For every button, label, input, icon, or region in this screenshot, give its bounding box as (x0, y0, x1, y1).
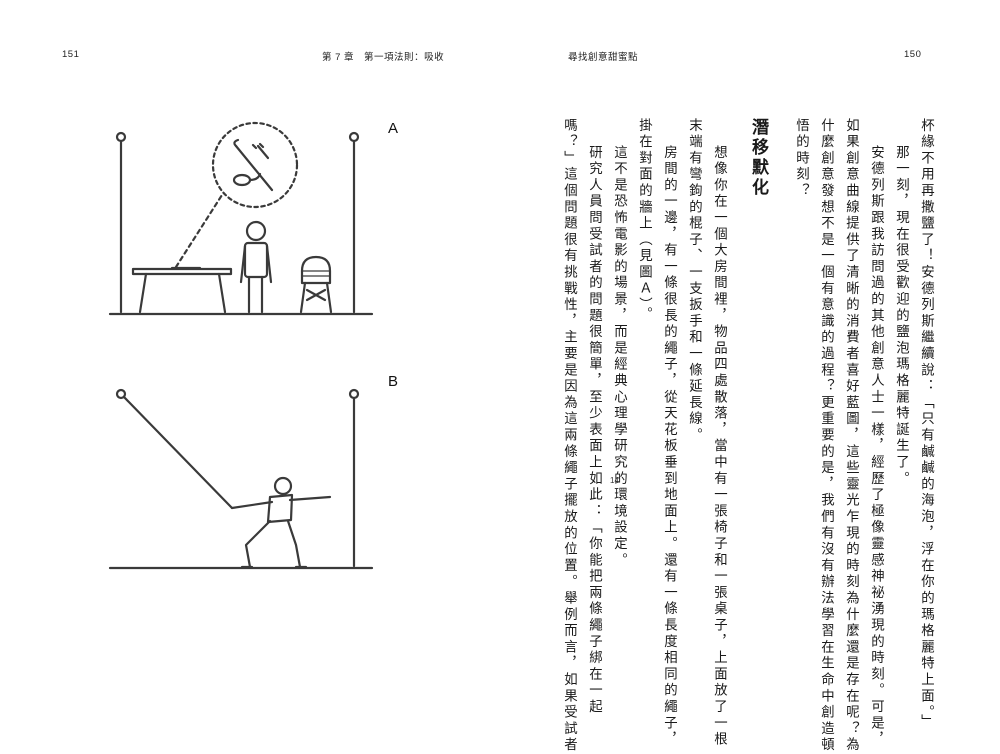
text-column: 悟的時刻？ (793, 118, 808, 200)
rope-pulled (122, 395, 234, 510)
magnifier-circle (211, 121, 299, 209)
rope-anchor-right (348, 131, 360, 143)
book-title: 尋找創意甜蜜點 (568, 52, 639, 63)
footnote-marker: 14 (610, 476, 619, 485)
rope-anchor-b-left (115, 388, 127, 400)
text-column: 這不是恐怖電影的場景，而是經典心理學研究的環境設定。 (611, 145, 626, 569)
tools-icon (232, 138, 274, 192)
text-column: 什麼創意發想不是一個有意識的過程？更重要的是，我們有沒有辦法學習在生命中創造頓 (818, 118, 833, 754)
figure-a-scene (108, 121, 374, 316)
left-page-number: 151 (62, 49, 80, 60)
figure-b-label: B (388, 373, 399, 390)
section-heading: 潛移默化 (748, 118, 768, 198)
text-column: 那一刻，現在很受歡迎的鹽泡瑪格麗特誕生了。 (893, 145, 908, 488)
table-icon (131, 266, 233, 314)
right-page-number: 150 (904, 49, 922, 60)
text-column: 如果創意曲線提供了清晰的消費者喜好藍圖，這些靈光乍現的時刻為什麼還是存在呢？為 (843, 118, 858, 754)
rope-anchor-left (115, 131, 127, 143)
text-column: 想像你在一個大房間裡，物品四處散落，當中有一張椅子和一張桌子，上面放了一根 (711, 145, 726, 749)
text-column: 嗎？」這個問題很有挑戰性，主要是因為這兩條繩子擺放的位置。舉例而言，如果受試者 (561, 118, 576, 754)
chapter-title: 第 7 章 第一項法則：吸收 (322, 52, 445, 63)
figure-a-label: A (388, 120, 399, 137)
text-column: 房間的一邊，有一條很長的繩子，從天花板垂到地面上。還有一條長度相同的繩子， (661, 145, 676, 749)
text-column: 研究人員問受試者的問題很簡單，至少表面上如此：「你能把兩條繩子綁在一起 (586, 145, 601, 716)
magnifier-pointer (174, 193, 224, 269)
rope-anchor-b-right (348, 388, 360, 400)
text-column: 杯緣不用再撒鹽了！安德列斯繼續說：「只有鹹鹹的海泡，浮在你的瑪格麗特上面。」 (918, 118, 933, 731)
rope-experiment-illustration (108, 121, 374, 570)
text-column: 掛在對面的牆上（見圖Ａ）。 (636, 118, 651, 324)
standing-person-icon (239, 220, 273, 314)
figure-b-scene (108, 388, 374, 570)
text-column: 安德列斯跟我訪問過的其他創意人士一樣，經歷了極像靈感神祕湧現的時刻。可是， (868, 145, 883, 749)
text-column: 末端有彎鉤的棍子、一支扳手和一條延長線。 (686, 118, 701, 444)
stretching-person-icon (230, 476, 332, 569)
chair-icon (299, 255, 333, 314)
